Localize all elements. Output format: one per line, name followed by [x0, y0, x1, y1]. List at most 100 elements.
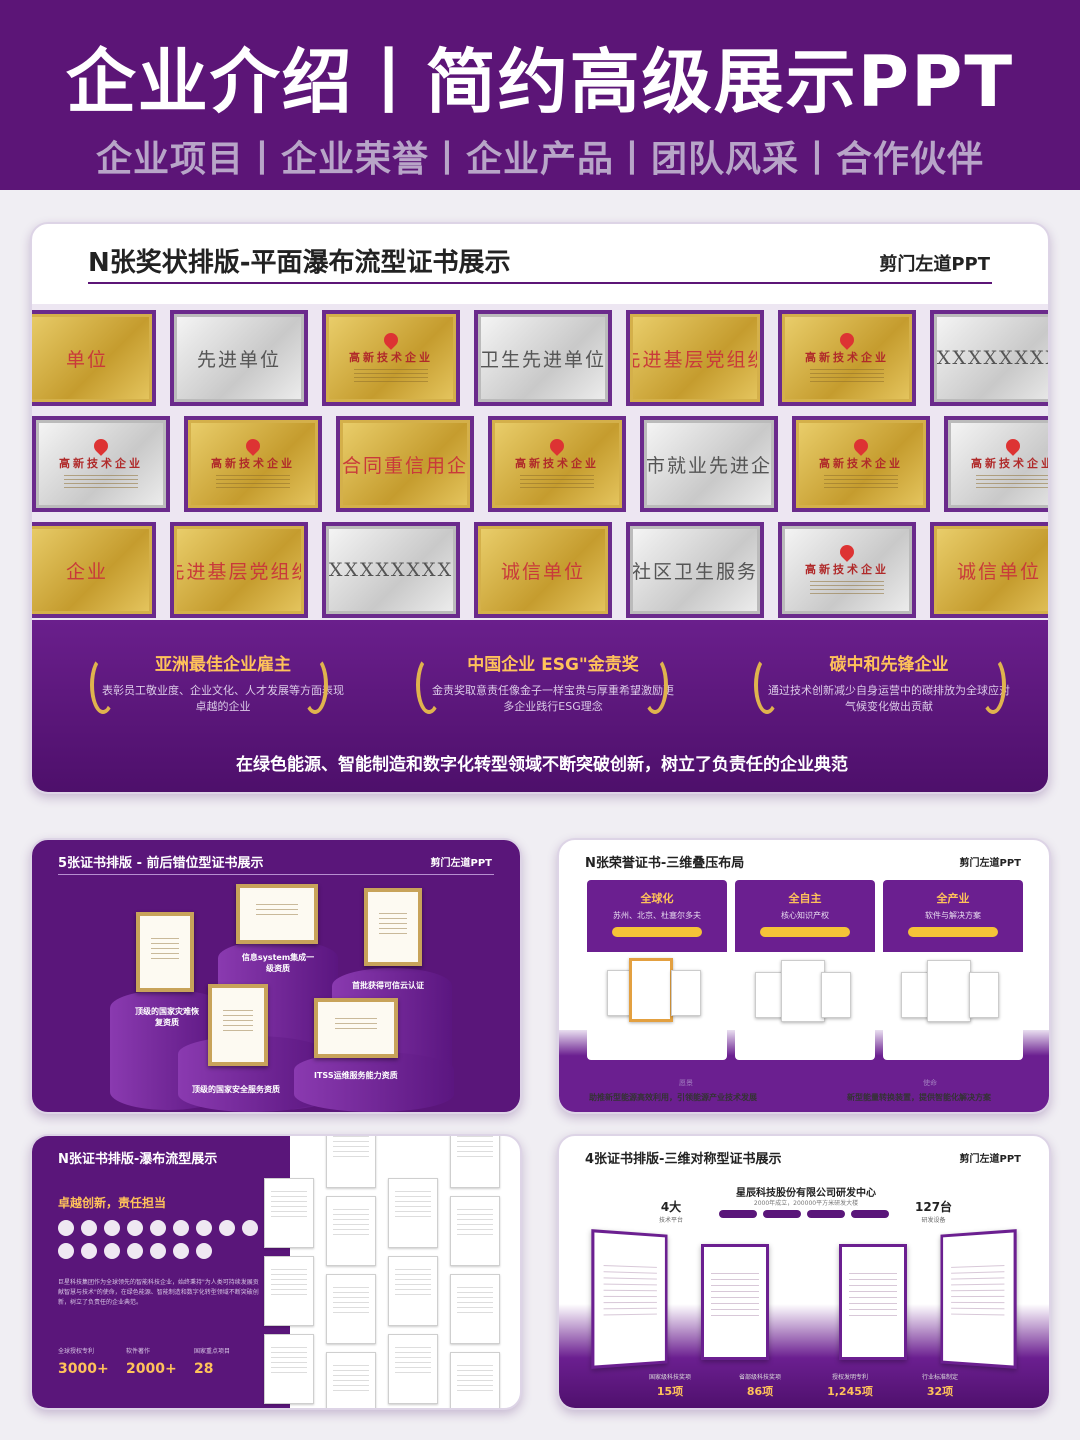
certificate-document: [388, 1334, 438, 1404]
certificate-plaque: 示范社区卫生服务中心: [626, 522, 764, 618]
certificate-lines: [823, 475, 899, 489]
laurel-right-icon: [302, 656, 328, 714]
column-heading: 全产业: [936, 892, 970, 905]
certificate-image: [629, 958, 673, 1022]
certificate-title: 卫生先进单位: [481, 348, 605, 371]
certificate-face: 高新技术企业: [191, 423, 315, 505]
flame-emblem-icon: [91, 436, 111, 456]
main-footer-text: 在绿色能源、智能制造和数字化转型领域不断突破创新，树立了负责任的企业典范: [236, 755, 848, 775]
certificate-document: [264, 1334, 314, 1404]
certificate-document: [264, 1178, 314, 1248]
certificate-title: 高新技术企业: [819, 457, 903, 470]
slide-card-waterfall[interactable]: N张证书排版-瀑布流型展示 卓越创新，责任担当 巨星科技集团作为全球领先的智能科…: [30, 1134, 522, 1410]
stat-value: 86项: [746, 1385, 774, 1398]
tag-pill: [807, 1210, 845, 1218]
certificate-plaque: 企业: [32, 522, 156, 618]
stat-item: 全球授权专利 3000+: [58, 1346, 109, 1377]
side-stat: 4大 技术平台: [659, 1198, 683, 1224]
certificate-image: [701, 1244, 769, 1360]
partner-logo-icon: [196, 1220, 212, 1236]
certificate-plaque: 守合同重信用企业: [336, 416, 474, 512]
certificate-document: [450, 1136, 500, 1188]
flame-emblem-icon: [243, 436, 263, 456]
side-stat-value: 127台: [915, 1200, 953, 1214]
stat-item: 国家级科技奖项 15项: [635, 1372, 705, 1399]
flame-emblem-icon: [851, 436, 871, 456]
stat-item: 软件著作 2000+: [126, 1346, 177, 1377]
certificate-face: 高新技术企业: [785, 529, 909, 611]
certificate-face: 高新技术企业: [329, 317, 453, 399]
award-item: 亚洲最佳企业雇主 表彰员工敬业度、企业文化、人才发展等方面表现卓越的企业: [98, 650, 348, 715]
certificate-lines: [63, 475, 139, 489]
certificate-image: [364, 888, 422, 966]
stat-value: 15项: [656, 1385, 684, 1398]
certificate-plaque: 高新技术企业: [778, 522, 916, 618]
main-slide-card[interactable]: N张奖状排版-平面瀑布流型证书展示 剪门左道PPT 单位先进单位高新技术企业卫生…: [30, 222, 1050, 794]
podium-label: 信息system集成一级资质: [241, 953, 315, 973]
stat-item: 授权发明专利 1,245项: [815, 1372, 885, 1399]
laurel-right-icon: [642, 656, 668, 714]
award-desc: 金责奖取意责任像金子一样宝贵与厚重希望激励更多企业践行ESG理念: [432, 684, 674, 713]
column-pill: [760, 927, 850, 937]
partner-logo-icon: [150, 1220, 166, 1236]
flame-emblem-icon: [837, 330, 857, 350]
partner-logo-icon: [173, 1220, 189, 1236]
slide-card-staggered[interactable]: 5张证书排版 - 前后错位型证书展示 剪门左道PPT 信息system集成一级资…: [30, 838, 522, 1114]
certificate-face: 高新技术企业: [785, 317, 909, 399]
certificate-title: 先进基层党组织: [633, 348, 757, 371]
flame-emblem-icon: [547, 436, 567, 456]
certificate-face: 诚信单位: [937, 529, 1048, 611]
certificate-plaque: 先进基层党组织: [170, 522, 308, 618]
side-stat-label: 研发设备: [921, 1217, 946, 1224]
slide-title: 4张证书排版-三维对称型证书展示: [585, 1152, 782, 1167]
stat-item: 行业标准制定 32项: [905, 1372, 975, 1399]
certificate-face: 企业: [32, 529, 149, 611]
laurel-left-icon: [754, 656, 780, 714]
certificate-plaque: 诚信单位: [930, 522, 1048, 618]
org-subtitle: 2000年成立，200000平方米研发大楼: [753, 1200, 859, 1207]
partner-logo-icon: [127, 1220, 143, 1236]
certificate-title: 诚信单位: [956, 560, 1041, 583]
feature-column: 全产业 软件与解决方案: [883, 880, 1023, 1060]
slide-title: N张荣誉证书-三维叠压布局: [585, 856, 745, 871]
certificate-image: [591, 1229, 668, 1369]
slide-card-3d-stack[interactable]: N张荣誉证书-三维叠压布局 剪门左道PPT 全球化 苏州、北京、杜塞尔多夫 全自…: [557, 838, 1051, 1114]
certificate-plaque: 高新技术企业: [944, 416, 1048, 512]
certificate-face: 先进基层党组织: [633, 317, 757, 399]
certificate-image: [314, 998, 398, 1058]
certificate-title: XXXXXXXXXXXXXX: [329, 559, 453, 581]
award-name: 中国企业 ESG"金责奖: [467, 655, 639, 675]
column-heading: 全球化: [640, 892, 674, 905]
certificate-waterfall: [264, 1136, 512, 1408]
certificate-face: 高新技术企业: [799, 423, 923, 505]
certificate-plaque: 高新技术企业: [792, 416, 930, 512]
certificate-plaque: 高新技术企业: [184, 416, 322, 512]
certificate-face: 卫生先进单位: [481, 317, 605, 399]
stat-label: 省部级科技奖项: [738, 1374, 781, 1381]
partner-logo-icon: [104, 1243, 120, 1259]
certificate-image: [901, 972, 931, 1018]
award-desc: 表彰员工敬业度、企业文化、人才发展等方面表现卓越的企业: [102, 684, 344, 713]
tag-pill: [851, 1210, 889, 1218]
certificate-title: 单位: [65, 348, 108, 371]
certificate-plaque: 高新技术企业: [488, 416, 626, 512]
certificate-document: [264, 1256, 314, 1326]
slide-card-symmetric[interactable]: 4张证书排版-三维对称型证书展示 剪门左道PPT 星辰科技股份有限公司研发中心 …: [557, 1134, 1051, 1410]
partner-logo-icon: [58, 1220, 74, 1236]
certificate-lines: [519, 475, 595, 489]
award-item: 碳中和先锋企业 通过技术创新减少自身运营中的碳排放为全球应对气候变化做出贡献: [764, 650, 1014, 715]
certificate-plaque: 诚信单位: [474, 522, 612, 618]
certificate-image: [839, 1244, 907, 1360]
header-banner: 企业介绍丨简约高级展示PPT 企业项目丨企业荣誉丨企业产品丨团队风采丨合作伙伴: [0, 0, 1080, 190]
certificate-title: XXXXXXXXXXXXXX: [937, 347, 1048, 369]
certificate-lines: [215, 475, 291, 489]
stat-item: 省部级科技奖项 86项: [725, 1372, 795, 1399]
certificate-row: 高新技术企业高新技术企业守合同重信用企业高新技术企业全市就业先进企业高新技术企业…: [32, 416, 1048, 512]
slide-title: 5张证书排版 - 前后错位型证书展示: [58, 856, 264, 871]
certificate-image: [821, 972, 851, 1018]
stat-label: 全球授权专利: [58, 1348, 95, 1355]
org-name: 星辰科技股份有限公司研发中心: [736, 1188, 876, 1199]
award-name: 碳中和先锋企业: [829, 655, 949, 675]
certificate-title: 高新技术企业: [59, 457, 143, 470]
podium-label: ITSS运维服务能力资质: [314, 1071, 398, 1080]
